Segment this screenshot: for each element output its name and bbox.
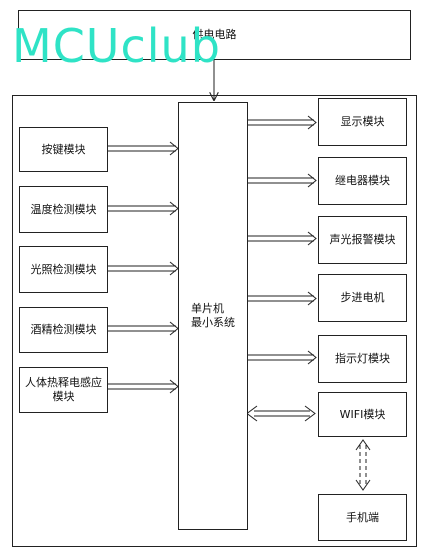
- output-module-wifi: WIFI模块: [318, 392, 407, 437]
- output-module-stepper: 步进电机: [318, 274, 407, 322]
- power-supply-label: 供电电路: [192, 28, 237, 41]
- input-module-light: 光照检测模块: [19, 246, 108, 293]
- phone-terminal: 手机端: [318, 494, 407, 541]
- input-module-temperature: 温度检测模块: [19, 186, 108, 233]
- mcu-label-line1: 单片机: [191, 302, 224, 315]
- watermark-logo: MCUclub: [12, 19, 221, 73]
- mcu-minimum-system: 单片机 最小系统: [178, 102, 248, 530]
- output-module-alarm: 声光报警模块: [318, 216, 407, 264]
- wifi-bidirectional-arrow: [246, 405, 316, 422]
- output-arrow-2: [248, 173, 317, 188]
- output-module-relay: 继电器模块: [318, 157, 407, 205]
- input-module-pir: 人体热释电感应 模块: [19, 367, 108, 413]
- input-module-keys: 按键模块: [19, 127, 108, 172]
- output-module-display: 显示模块: [318, 98, 407, 146]
- input-arrow-3: [108, 261, 179, 276]
- wireless-link-arrow: [355, 439, 371, 491]
- input-arrow-5: [108, 379, 179, 394]
- output-arrow-5: [248, 350, 317, 365]
- output-module-indicator: 指示灯模块: [318, 335, 407, 383]
- input-arrow-1: [108, 141, 179, 156]
- output-arrow-4: [248, 291, 317, 306]
- power-supply-block: 供电电路: [18, 10, 411, 60]
- output-arrow-3: [248, 231, 317, 246]
- input-module-alcohol: 酒精检测模块: [19, 307, 108, 353]
- input-arrow-2: [108, 201, 179, 216]
- mcu-label-line2: 最小系统: [191, 316, 235, 329]
- output-arrow-1: [248, 115, 317, 130]
- input-arrow-4: [108, 321, 179, 336]
